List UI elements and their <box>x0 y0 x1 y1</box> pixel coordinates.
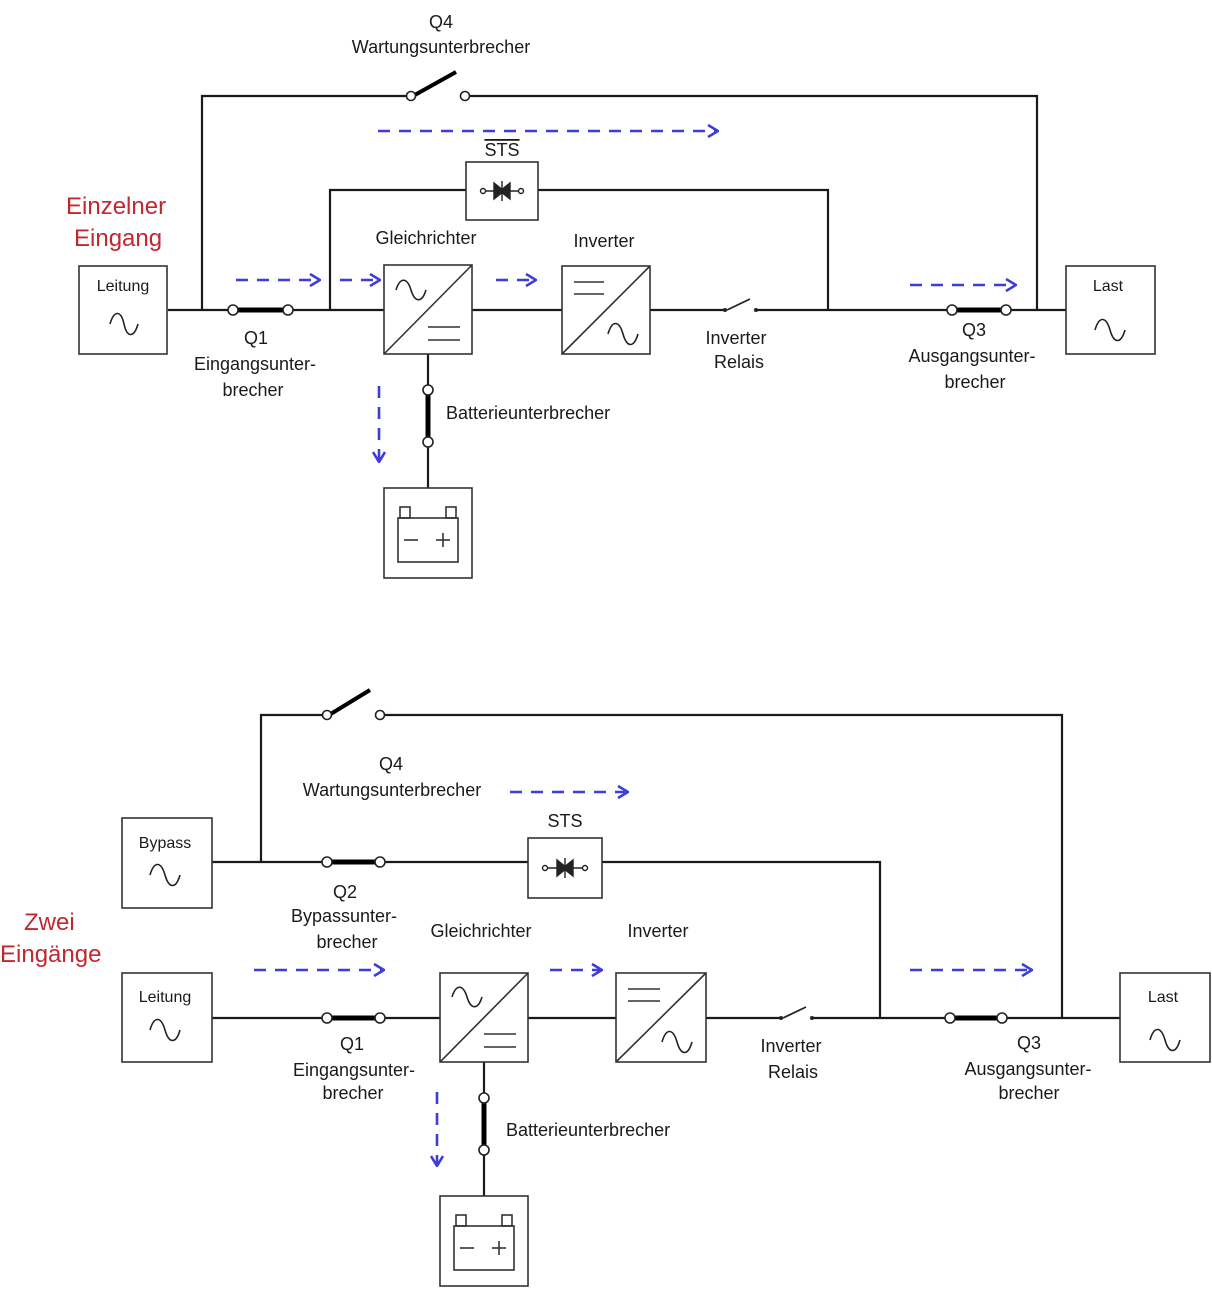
battery-breaker-label: Batterieunterbrecher <box>506 1120 670 1140</box>
q3-number-label: Q3 <box>962 320 986 340</box>
line-source-box <box>121 972 213 1063</box>
dual-input-diagram: Zwei Eingänge Q4 Wartungsunterbrecher By… <box>0 688 1211 1287</box>
ac-dc-converter-icon <box>383 264 473 355</box>
sine-wave-icon <box>1149 1028 1181 1052</box>
thyristor-switch-icon <box>479 181 525 201</box>
dual-input-title-line2: Eingänge <box>0 941 101 968</box>
q4-name-label: Wartungsunterbrecher <box>352 37 530 57</box>
q1-line1-label: Eingangsunter- <box>194 354 316 374</box>
sine-wave-icon <box>109 312 139 336</box>
thyristor-switch-icon <box>541 858 589 878</box>
q3-number-label: Q3 <box>1017 1033 1041 1053</box>
inverter-relay-line1-label: Inverter <box>705 328 766 348</box>
q2-bypass-breaker <box>321 856 386 868</box>
q4-name-label: Wartungsunterbrecher <box>303 780 481 800</box>
dc-ac-converter-icon <box>561 265 651 355</box>
inverter-relay-line1-label: Inverter <box>760 1036 821 1056</box>
inverter-relay-line2-label: Relais <box>714 352 764 372</box>
sts-bypass-wire <box>328 188 830 310</box>
battery-breaker-label: Batterieunterbrecher <box>446 403 610 423</box>
q1-line2-label: brecher <box>322 1083 383 1103</box>
line-source-label: Leitung <box>139 989 192 1006</box>
q1-line2-label: brecher <box>222 380 283 400</box>
load-box <box>1065 265 1156 355</box>
q4-number-label: Q4 <box>429 12 453 32</box>
sine-wave-icon <box>1094 318 1126 342</box>
sine-wave-icon <box>149 863 181 887</box>
q3-line1-label: Ausgangsunter- <box>908 346 1035 366</box>
q1-input-breaker <box>227 304 294 316</box>
single-input-title-line1: Einzelner <box>66 193 166 220</box>
q3-line2-label: brecher <box>998 1083 1059 1103</box>
load-box <box>1119 972 1211 1063</box>
inverter-label: Inverter <box>627 921 688 941</box>
q4-maintenance-switch <box>321 688 386 721</box>
inverter-relay-line2-label: Relais <box>768 1062 818 1082</box>
q1-number-label: Q1 <box>244 328 268 348</box>
rectifier-label: Gleichrichter <box>430 921 531 941</box>
load-label: Last <box>1148 989 1179 1006</box>
bypass-line-wire <box>212 860 882 1018</box>
line-source-box <box>78 265 168 355</box>
q1-line1-label: Eingangsunter- <box>293 1060 415 1080</box>
inverter-relay-switch <box>779 1006 814 1020</box>
line-source-label: Leitung <box>97 278 150 295</box>
ac-dc-converter-icon <box>439 972 529 1063</box>
q1-number-label: Q1 <box>340 1034 364 1054</box>
sts-label: STS <box>484 140 519 160</box>
battery-breaker <box>422 384 434 448</box>
dual-input-title-line1: Zwei <box>24 909 75 936</box>
battery-breaker <box>478 1092 490 1156</box>
q3-output-breaker <box>946 304 1012 316</box>
dc-ac-converter-icon <box>615 972 707 1063</box>
sine-wave-icon <box>149 1018 181 1042</box>
single-input-title-line2: Eingang <box>74 225 162 252</box>
battery-icon <box>383 487 473 579</box>
maintenance-bypass-wire <box>259 713 1064 1018</box>
battery-icon <box>439 1195 529 1287</box>
q2-line2-label: brecher <box>316 932 377 952</box>
q4-maintenance-switch <box>405 70 471 102</box>
q3-output-breaker <box>944 1012 1008 1024</box>
q3-line2-label: brecher <box>944 372 1005 392</box>
single-input-diagram: Einzelner Eingang Q4 Wartungsunterbreche… <box>66 12 1156 579</box>
sts-label: STS <box>547 811 582 831</box>
maintenance-bypass-wire <box>200 94 1039 310</box>
inverter-label: Inverter <box>573 231 634 251</box>
q2-number-label: Q2 <box>333 882 357 902</box>
bypass-source-label: Bypass <box>139 835 191 852</box>
load-label: Last <box>1093 278 1124 295</box>
bypass-source-box <box>121 817 213 909</box>
q2-line1-label: Bypassunter- <box>291 906 397 926</box>
q4-number-label: Q4 <box>379 754 403 774</box>
q3-line1-label: Ausgangsunter- <box>964 1059 1091 1079</box>
rectifier-label: Gleichrichter <box>375 228 476 248</box>
q1-input-breaker <box>321 1012 386 1024</box>
inverter-relay-switch <box>723 298 758 312</box>
